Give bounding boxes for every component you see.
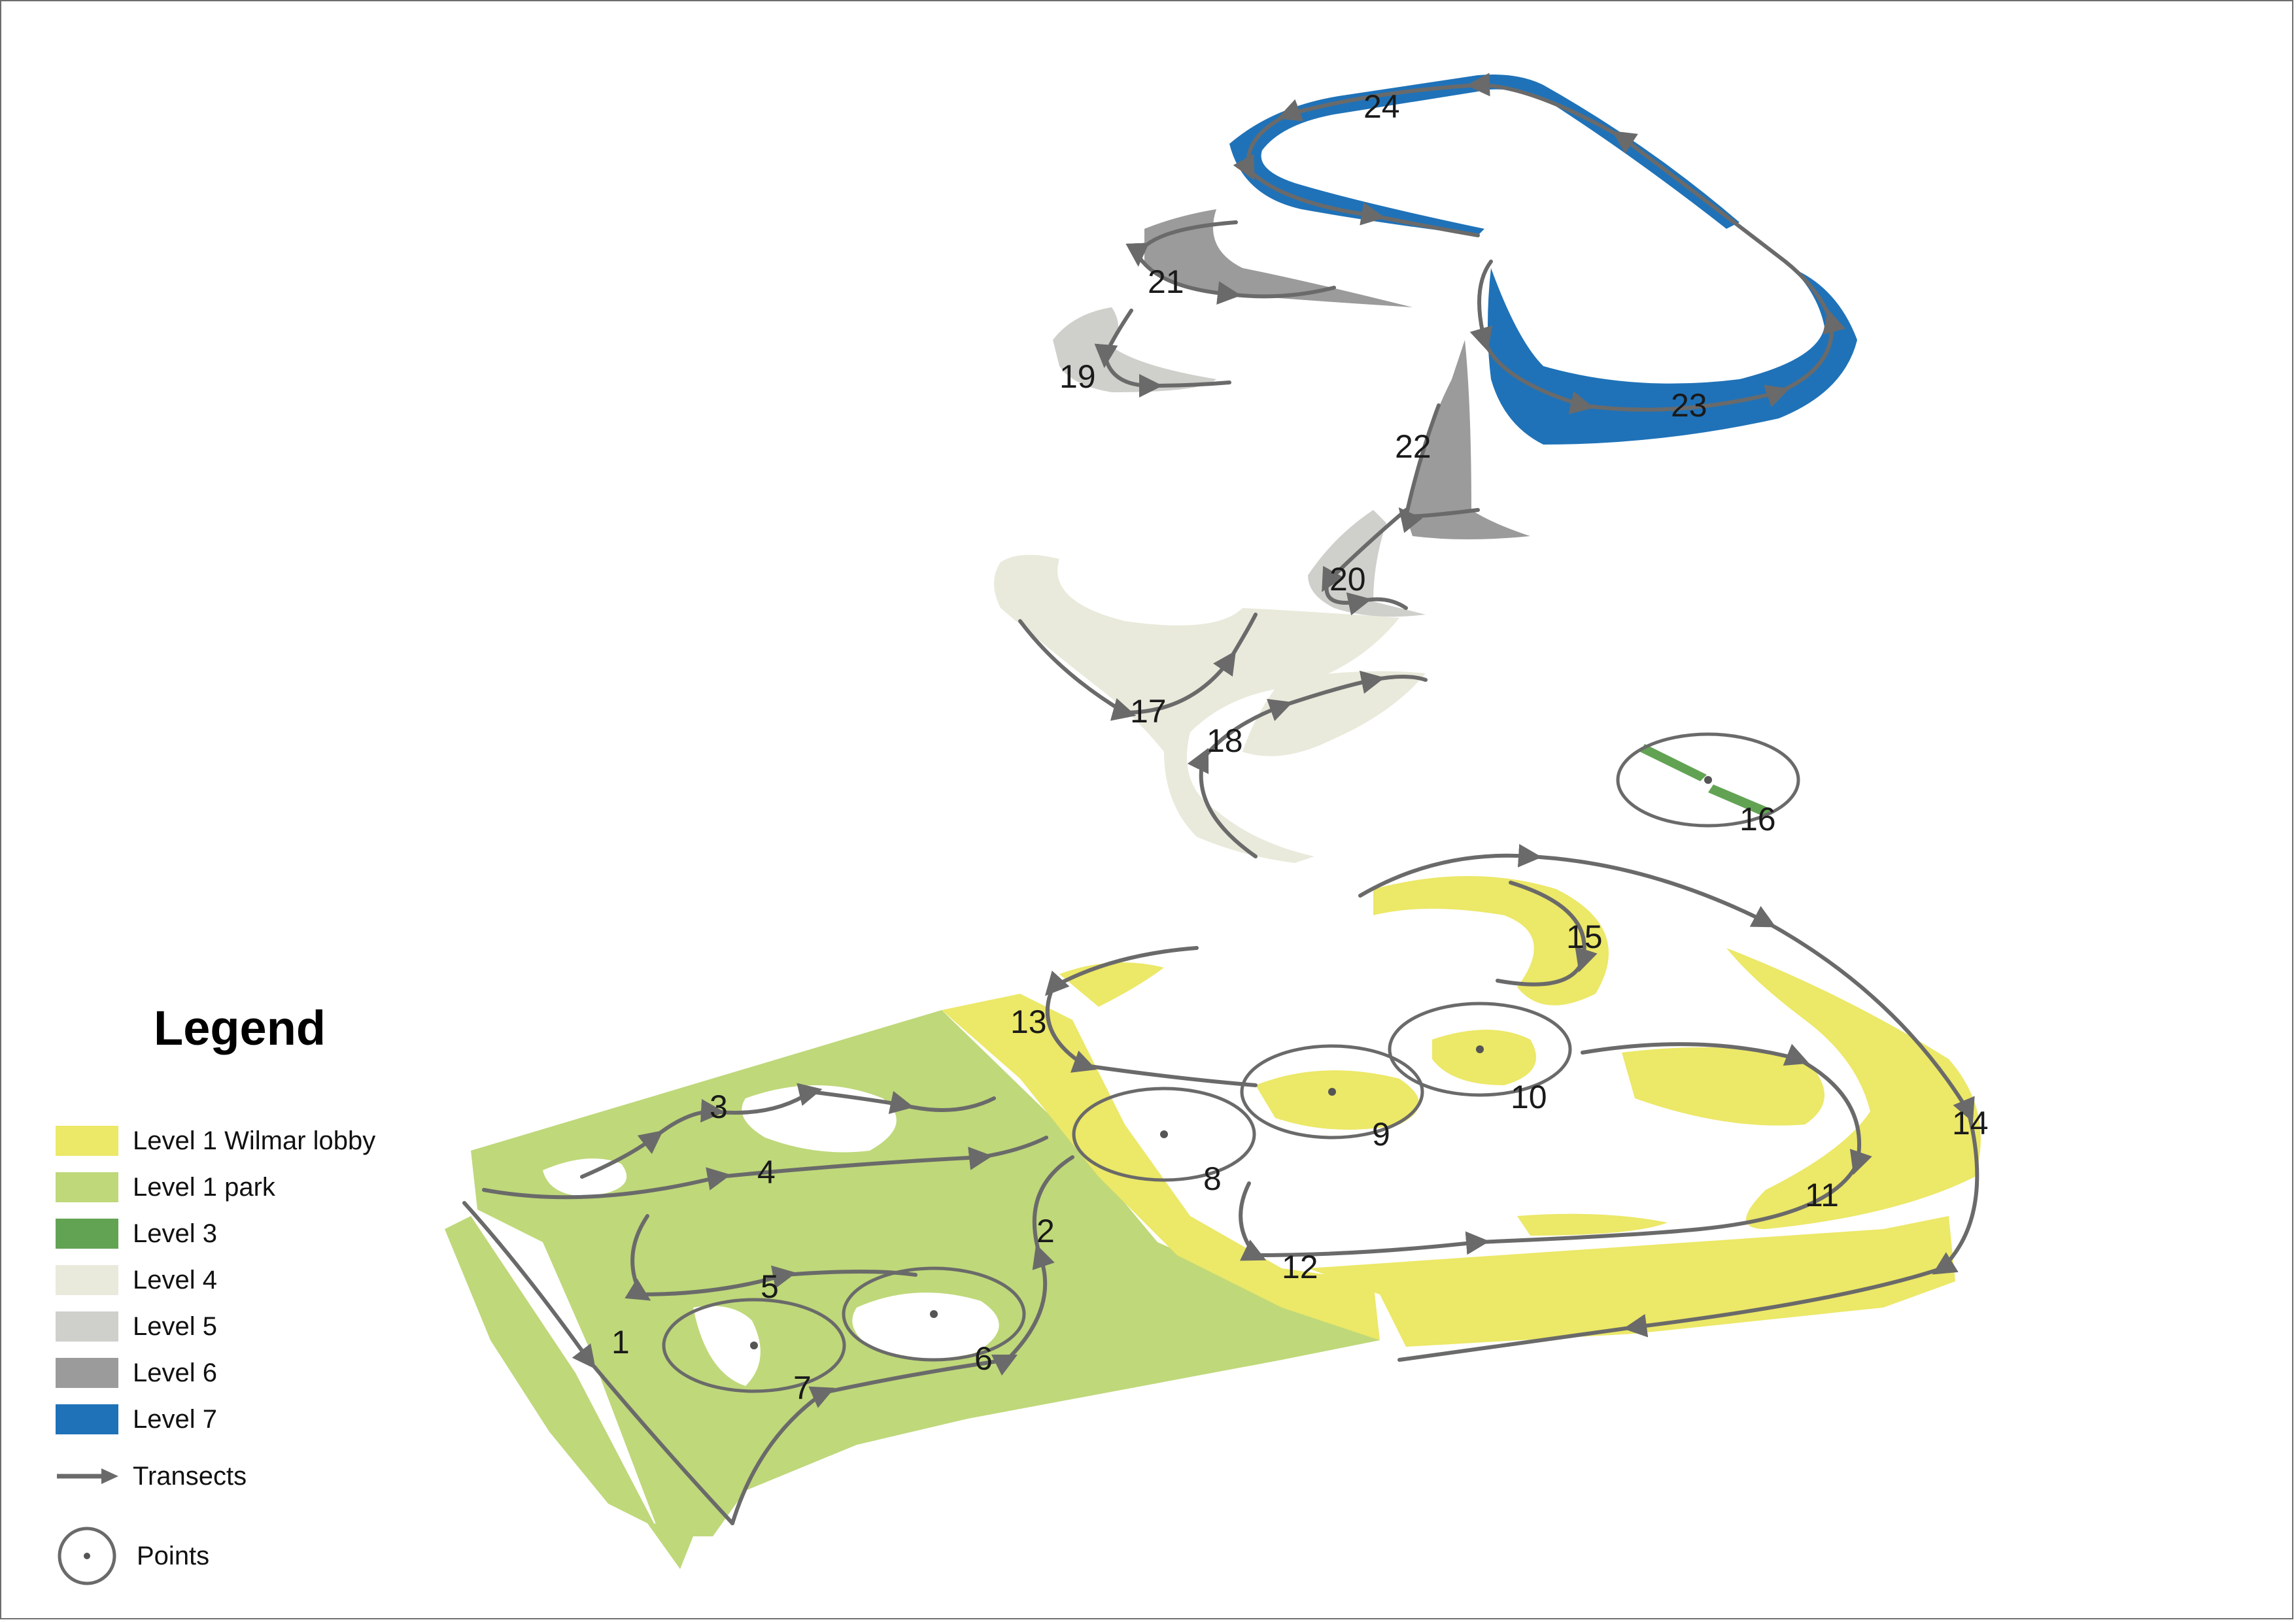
legend-swatch bbox=[56, 1172, 118, 1202]
legend-label: Level 1 park bbox=[133, 1172, 275, 1202]
legend-item-level1-park: Level 1 park bbox=[56, 1171, 275, 1204]
legend-label: Level 1 Wilmar lobby bbox=[133, 1126, 376, 1155]
transect-4 bbox=[482, 1136, 1048, 1200]
legend-label: Level 6 bbox=[133, 1358, 217, 1387]
legend-swatch bbox=[56, 1404, 118, 1434]
site-label: 12 bbox=[1282, 1249, 1318, 1285]
site-label: 3 bbox=[710, 1089, 728, 1125]
legend-label: Level 5 bbox=[133, 1311, 217, 1341]
site-label: 21 bbox=[1148, 263, 1184, 300]
site-label: 1 bbox=[611, 1324, 630, 1360]
transect-19 bbox=[1094, 309, 1231, 397]
site-label: 14 bbox=[1952, 1105, 1989, 1141]
legend-label: Level 7 bbox=[133, 1404, 217, 1434]
transect-lines bbox=[462, 73, 1979, 1525]
legend-swatch bbox=[56, 1311, 118, 1342]
transect-23 bbox=[1469, 260, 1846, 414]
legend-swatch bbox=[56, 1358, 118, 1388]
site-label: 20 bbox=[1329, 561, 1366, 598]
site-label: 22 bbox=[1395, 428, 1431, 465]
point-circle-16 bbox=[1616, 732, 1800, 828]
point-dots bbox=[750, 776, 1712, 1349]
legend-title: Legend bbox=[154, 1001, 326, 1055]
point-circles bbox=[662, 732, 1800, 1393]
site-label: 4 bbox=[757, 1154, 776, 1191]
site-label: 5 bbox=[761, 1268, 779, 1305]
site-label: 8 bbox=[1203, 1160, 1222, 1197]
transect-15 bbox=[1496, 881, 1598, 987]
site-labels: 1 2 3 4 5 6 7 8 9 10 11 12 13 14 15 16 1… bbox=[611, 88, 1989, 1406]
transect-17 bbox=[1018, 613, 1258, 721]
level1-park-areas bbox=[445, 1010, 1380, 1569]
point-circle-10 bbox=[1388, 1002, 1572, 1097]
transect-14 bbox=[1358, 843, 1979, 1362]
transect-20 bbox=[1322, 508, 1408, 616]
legend-item-level5: Level 5 bbox=[56, 1310, 217, 1343]
legend-item-transects: Transects bbox=[56, 1460, 247, 1493]
point-circle-8 bbox=[1072, 1087, 1256, 1182]
legend-item-level6: Level 6 bbox=[56, 1357, 217, 1389]
legend-item-points: Points bbox=[56, 1527, 209, 1585]
site-label: 10 bbox=[1511, 1079, 1547, 1115]
level3-areas bbox=[1640, 744, 1772, 817]
site-label: 6 bbox=[974, 1340, 993, 1377]
transect-5 bbox=[625, 1214, 917, 1301]
site-label: 11 bbox=[1805, 1177, 1839, 1213]
legend-label: Points bbox=[137, 1541, 210, 1570]
legend-item-level4: Level 4 bbox=[56, 1264, 217, 1296]
site-label: 17 bbox=[1130, 693, 1167, 730]
site-label: 15 bbox=[1566, 919, 1603, 955]
point-circle-icon bbox=[58, 1527, 116, 1585]
transect-22 bbox=[1398, 403, 1480, 533]
site-label: 13 bbox=[1010, 1004, 1047, 1040]
site-label: 7 bbox=[793, 1370, 812, 1406]
site-label: 19 bbox=[1059, 358, 1096, 395]
site-label: 24 bbox=[1363, 88, 1400, 125]
park-west-strip bbox=[445, 1216, 693, 1569]
site-label: 23 bbox=[1671, 387, 1707, 424]
legend-label: Level 3 bbox=[133, 1219, 217, 1248]
legend-item-level7: Level 7 bbox=[56, 1403, 217, 1436]
legend-item-level3: Level 3 bbox=[56, 1217, 217, 1250]
legend-label: Transects bbox=[133, 1461, 247, 1491]
point-circle-6 bbox=[842, 1266, 1026, 1362]
site-label: 16 bbox=[1739, 801, 1776, 837]
legend: Legend Level 1 Wilmar lobby Level 1 park… bbox=[56, 1000, 474, 1585]
site-label: 2 bbox=[1037, 1213, 1055, 1249]
legend-swatch bbox=[56, 1265, 118, 1295]
transect-21 bbox=[1125, 220, 1336, 305]
legend-swatch bbox=[56, 1126, 118, 1156]
level6-areas bbox=[1144, 209, 1530, 539]
legend-item-level1-wilmar-lobby: Level 1 Wilmar lobby bbox=[56, 1124, 375, 1157]
level5-areas bbox=[1053, 307, 1426, 617]
transect-arrow-icon bbox=[57, 1468, 118, 1484]
legend-swatch bbox=[56, 1219, 118, 1249]
transect-1 bbox=[462, 1201, 734, 1525]
transect-3 bbox=[580, 1083, 996, 1179]
transect-2 bbox=[730, 1155, 1074, 1525]
point-circle-9 bbox=[1240, 1044, 1424, 1140]
transect-13 bbox=[1044, 946, 1258, 1087]
legend-label: Level 4 bbox=[133, 1265, 217, 1294]
site-label: 18 bbox=[1207, 722, 1243, 759]
transect-18 bbox=[1187, 670, 1428, 858]
point-circle-7 bbox=[662, 1298, 846, 1393]
site-label: 9 bbox=[1372, 1116, 1390, 1153]
transect-24 bbox=[1233, 73, 1787, 263]
